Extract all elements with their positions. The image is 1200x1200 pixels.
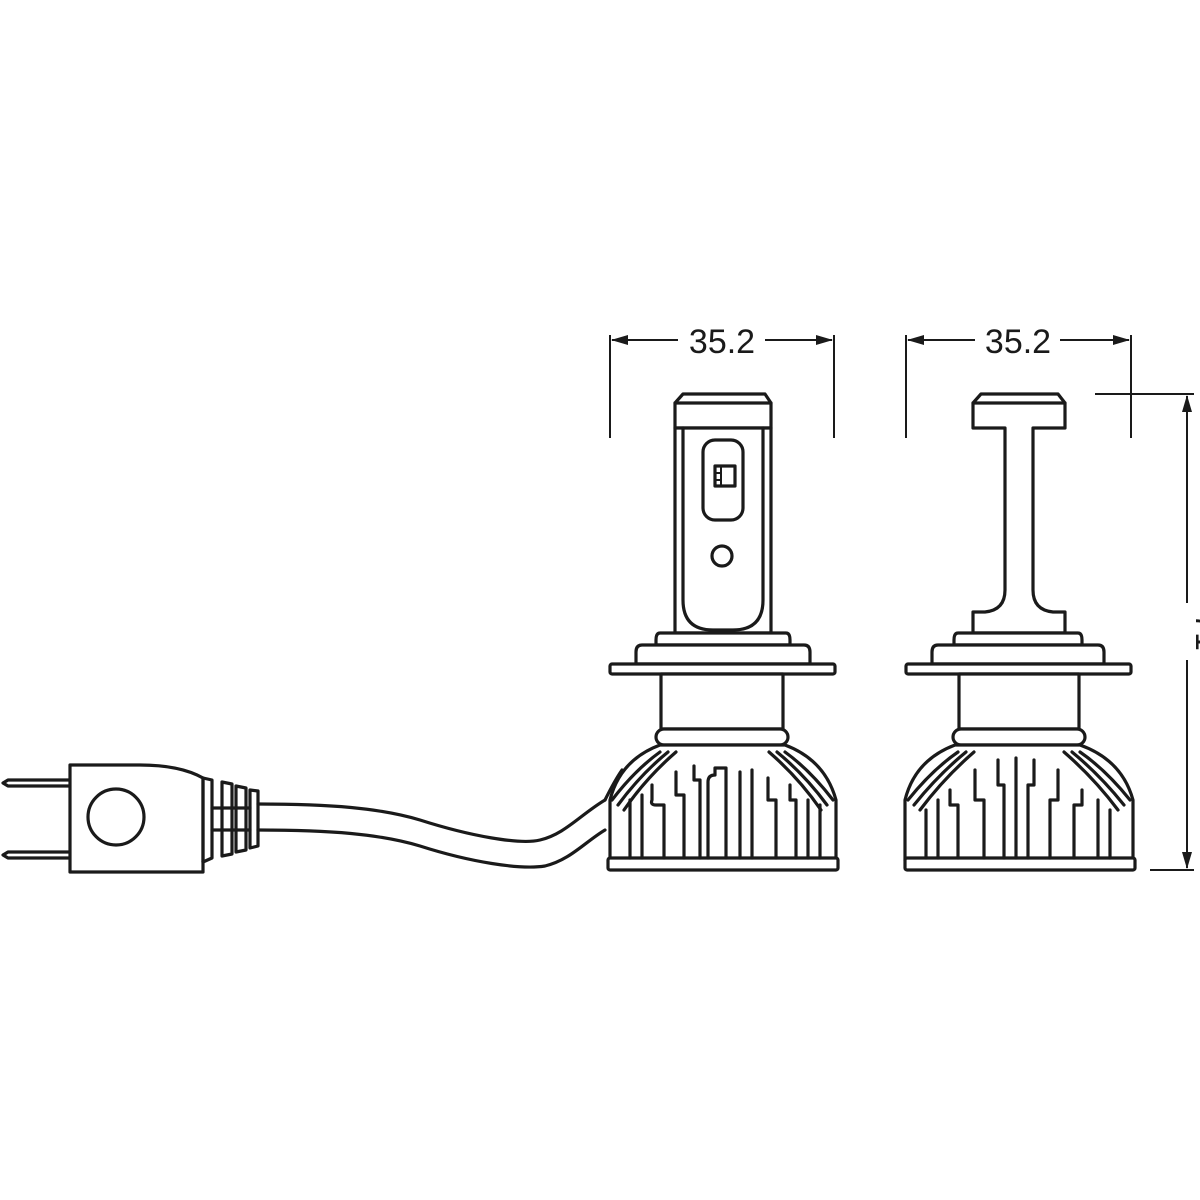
cable [256, 768, 624, 869]
bulb-side-view [903, 392, 1137, 872]
heatsink-fins [610, 750, 835, 860]
led-chip [713, 464, 737, 488]
front-width-label: 35.2 [689, 323, 755, 361]
connector-plug [1, 763, 260, 874]
dimension-side-width: 35.2 [905, 323, 1132, 438]
plug-circle-marking [86, 787, 146, 847]
height-label: 71 [1188, 613, 1200, 651]
led-dot [710, 544, 734, 568]
dimension-front-width: 35.2 [609, 323, 835, 438]
led-window [701, 438, 745, 522]
dimension-overall-height: 71 [1095, 393, 1200, 871]
bulb-front-view [606, 392, 840, 872]
heatsink-fins-side [906, 750, 1132, 860]
side-width-label: 35.2 [985, 323, 1051, 361]
